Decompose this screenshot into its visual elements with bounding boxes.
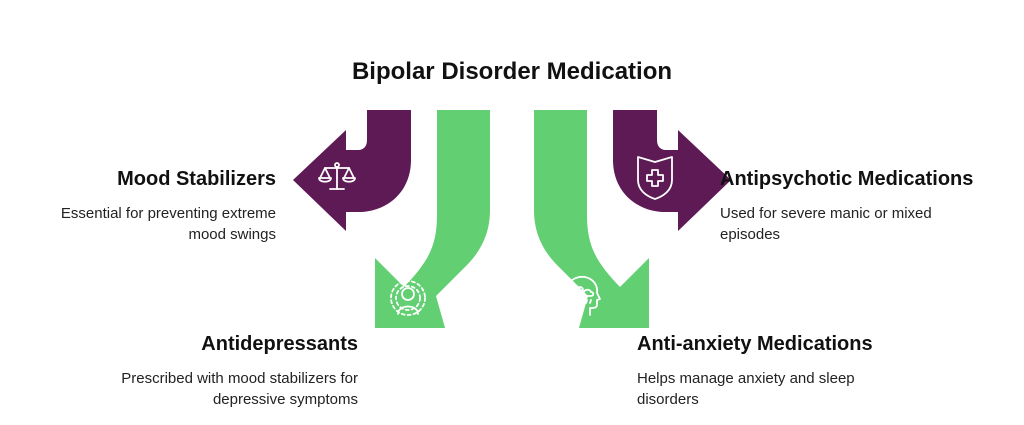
head-weather-icon <box>565 275 601 316</box>
item-description: Used for severe manic or mixed episodes <box>720 203 1020 245</box>
description-line: disorders <box>637 391 699 408</box>
radiant-person-icon <box>390 280 426 316</box>
item-heading: Antidepressants <box>201 333 358 355</box>
scales-icon <box>318 162 356 190</box>
description-line: Helps manage anxiety and sleep <box>637 370 855 387</box>
item-heading: Mood Stabilizers <box>117 168 276 190</box>
arrow-anti-anxiety <box>534 110 649 328</box>
shield-cross-icon <box>637 156 673 200</box>
item-description: Prescribed with mood stabilizers for dep… <box>38 368 358 410</box>
item-description: Essential for preventing extreme mood sw… <box>0 203 276 245</box>
item-heading: Anti-anxiety Medications <box>637 333 873 355</box>
item-antidepressants: Antidepressants Prescribed with mood sta… <box>38 333 358 410</box>
arrow-mood-stabilizers <box>293 110 411 231</box>
item-mood-stabilizers: Mood Stabilizers Essential for preventin… <box>0 168 276 245</box>
item-heading: Antipsychotic Medications <box>720 168 974 190</box>
item-antipsychotic-medications: Antipsychotic Medications Used for sever… <box>720 168 1020 245</box>
description-line: episodes <box>720 226 781 243</box>
diagram-title: Bipolar Disorder Medication <box>351 58 673 85</box>
description-line: mood swings <box>188 226 276 243</box>
description-line: depressive symptoms <box>212 391 358 408</box>
item-description: Helps manage anxiety and sleep disorders <box>637 368 957 410</box>
description-line: Essential for preventing extreme <box>60 205 276 222</box>
description-line: Prescribed with mood stabilizers for <box>121 370 358 387</box>
item-anti-anxiety-medications: Anti-anxiety Medications Helps manage an… <box>637 333 957 410</box>
arrow-antidepressants <box>375 110 490 328</box>
description-line: Used for severe manic or mixed <box>720 205 932 222</box>
